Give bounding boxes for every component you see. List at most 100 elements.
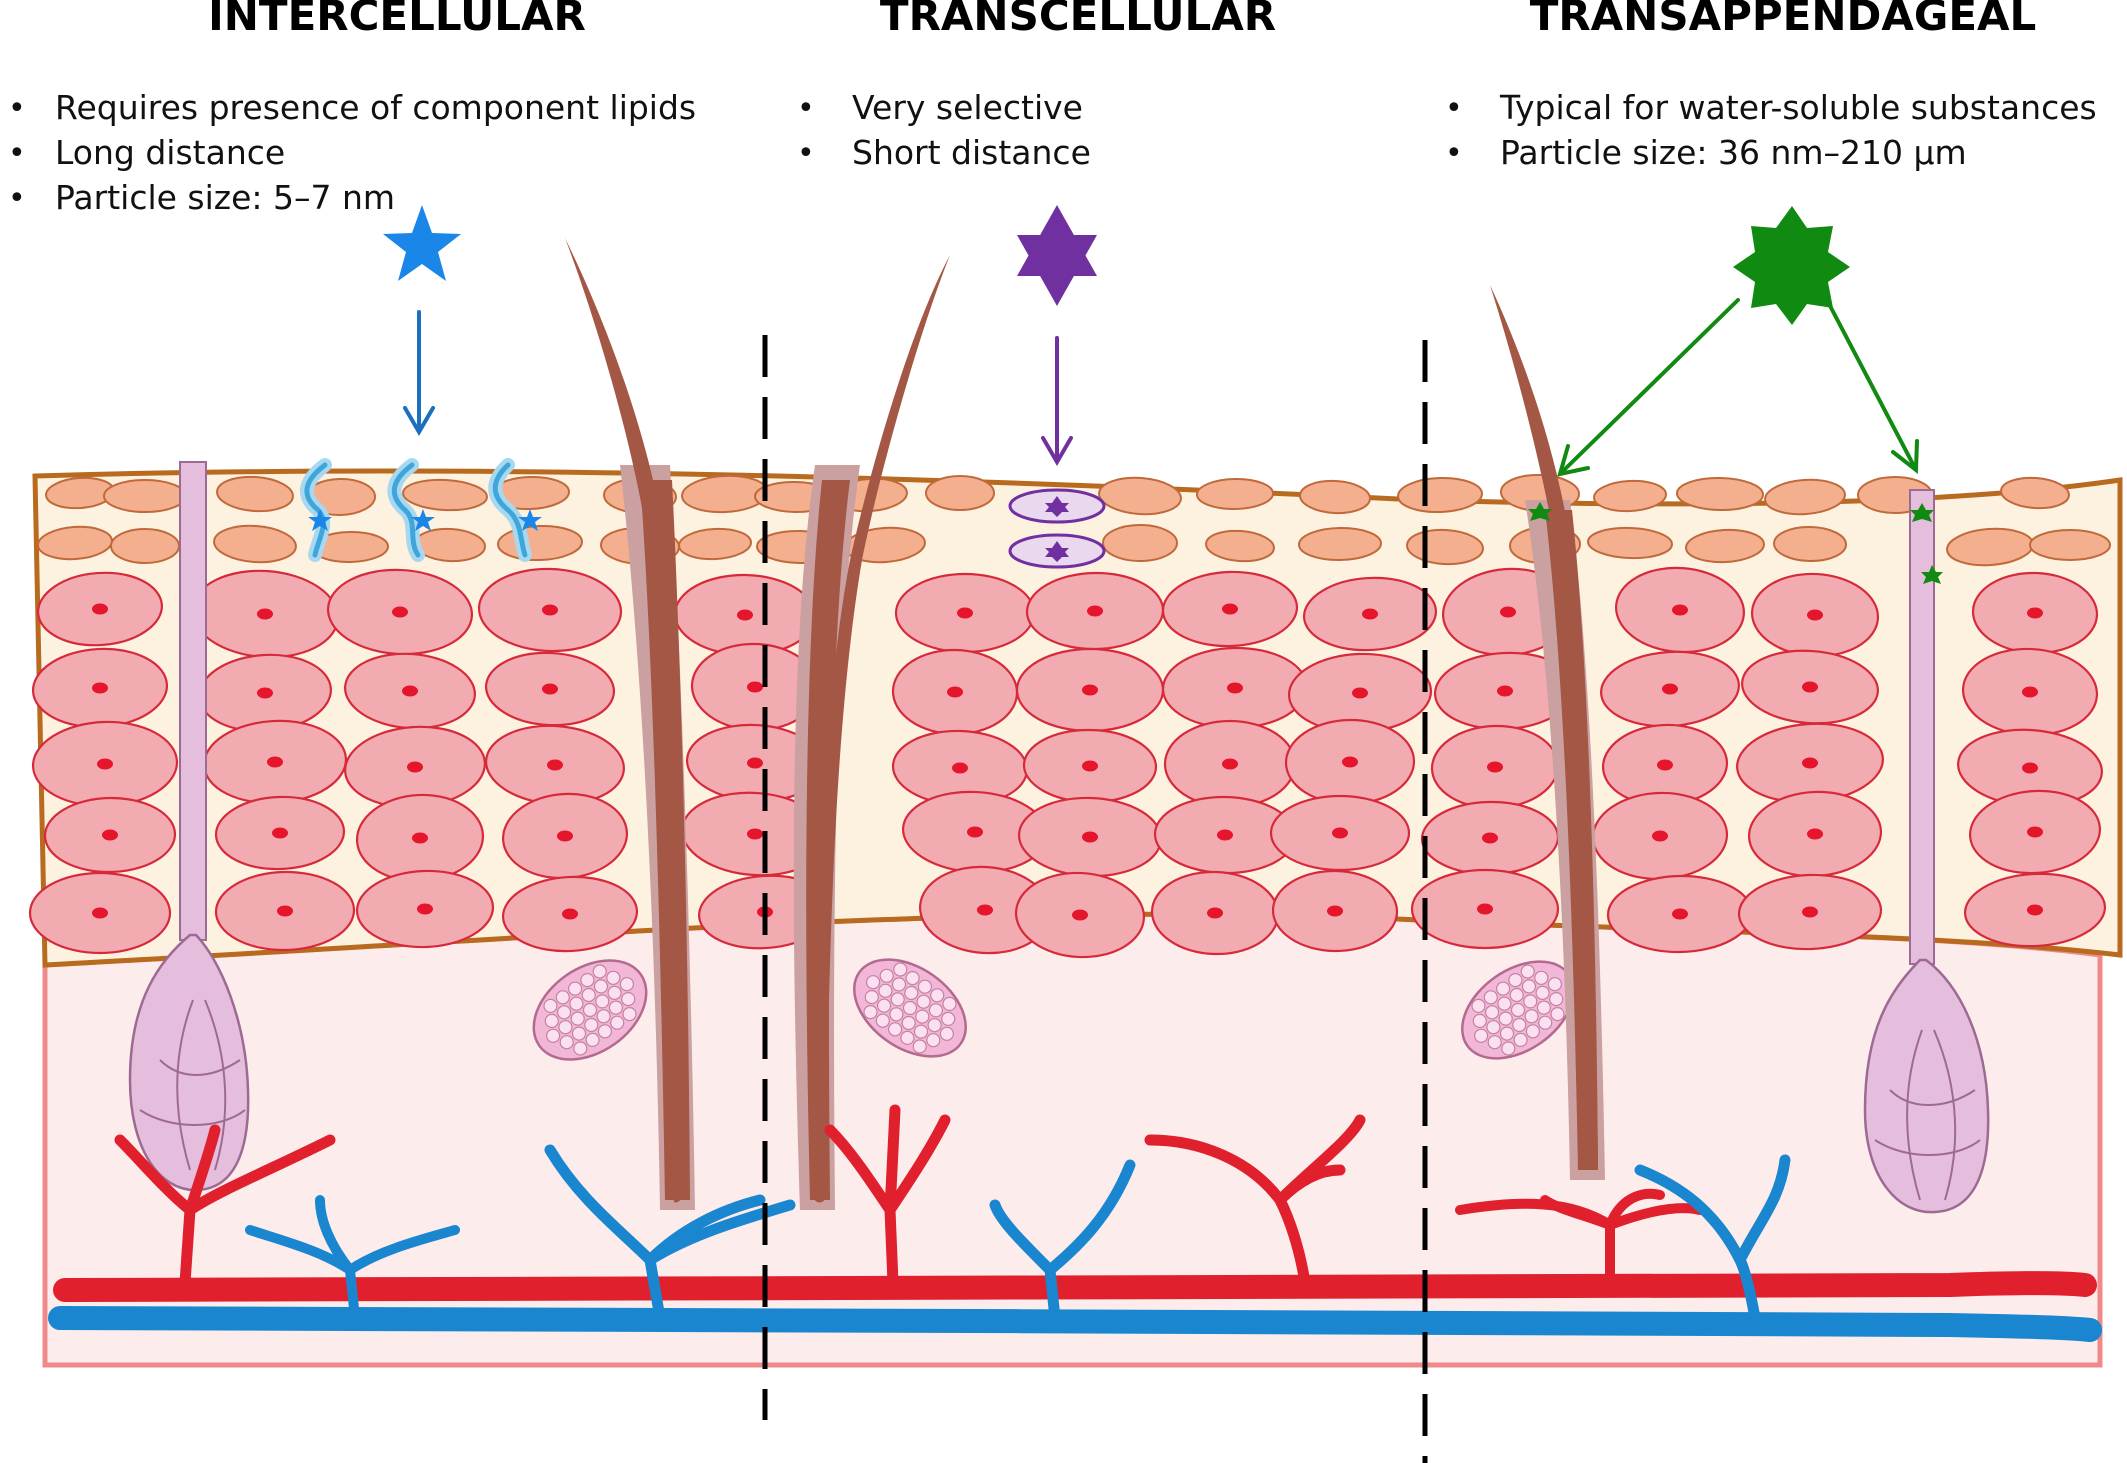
sebaceous-lobule bbox=[571, 1026, 587, 1041]
heading-transappendageal: TRANSAPPENDAGEAL bbox=[1530, 0, 2037, 40]
sebaceous-lobule bbox=[1486, 1020, 1501, 1035]
sebaceous-lobule bbox=[1534, 970, 1549, 985]
cell-nucleus bbox=[92, 603, 108, 615]
sebaceous-lobule bbox=[545, 1028, 561, 1043]
transcellular-arrow-icon bbox=[1041, 336, 1073, 466]
sebaceous-lobule bbox=[939, 1026, 955, 1041]
intercellular-arrow-icon bbox=[403, 310, 435, 436]
sebaceous-lobule bbox=[581, 987, 596, 1003]
transappendageal-particle-star-icon bbox=[1910, 503, 1934, 522]
sebaceous-lobule bbox=[595, 994, 610, 1009]
sebaceous-lobule bbox=[1524, 1009, 1539, 1024]
sebaceous-lobule bbox=[865, 975, 881, 990]
seven-point-star-icon bbox=[1733, 206, 1850, 325]
sebaceous-lobule bbox=[592, 964, 607, 979]
sebaceous-lobule bbox=[900, 1030, 915, 1046]
sebaceous-lobule bbox=[889, 1007, 904, 1022]
heading-intercellular: INTERCELLULAR bbox=[208, 0, 586, 40]
sebaceous-lobule bbox=[941, 1011, 956, 1027]
cell-nucleus bbox=[1657, 759, 1673, 771]
cell-nucleus bbox=[267, 756, 283, 768]
sebaceous-lobule bbox=[610, 1015, 625, 1030]
cell-nucleus bbox=[1332, 827, 1348, 839]
sebaceous-lobule bbox=[912, 1039, 927, 1054]
sebaceous-lobule bbox=[1484, 1005, 1500, 1020]
sebaceous-lobule bbox=[917, 979, 933, 994]
cell-nucleus bbox=[257, 687, 273, 699]
hair-follicle-1 bbox=[565, 238, 695, 1210]
intercellular-particle-star-icon bbox=[308, 509, 332, 531]
bullet-dot: • bbox=[1445, 91, 1463, 126]
sebaceous-lobule bbox=[544, 1013, 559, 1029]
sebaceous-lobule bbox=[1550, 1006, 1565, 1022]
cell-nucleus bbox=[542, 683, 558, 695]
cell-nucleus bbox=[417, 903, 433, 915]
cell-nucleus bbox=[92, 907, 108, 919]
sebaceous-lobule bbox=[926, 1033, 941, 1048]
cell-nucleus bbox=[1217, 829, 1233, 841]
sebaceous-lobule bbox=[1512, 1017, 1527, 1033]
corneocyte bbox=[1764, 478, 1846, 516]
sebaceous-lobule bbox=[569, 996, 584, 1011]
cell-nucleus bbox=[92, 682, 108, 694]
corneocyte bbox=[925, 475, 995, 511]
hair-follicle-2 bbox=[793, 255, 950, 1210]
sebaceous-lobule bbox=[905, 970, 920, 986]
sebaceous-lobule bbox=[556, 1005, 572, 1020]
cell-nucleus bbox=[1477, 903, 1493, 915]
cell-nucleus bbox=[257, 608, 273, 620]
corneocyte bbox=[1205, 529, 1275, 563]
sebaceous-lobule bbox=[593, 979, 609, 994]
sebaceous-lobule bbox=[1472, 1013, 1487, 1029]
sebaceous-lobule bbox=[585, 1032, 600, 1048]
sebaceous-lobule bbox=[597, 1024, 613, 1039]
cell-nucleus bbox=[547, 759, 563, 771]
cell-nucleus bbox=[1497, 685, 1513, 697]
cell-nucleus bbox=[392, 606, 408, 618]
cell-nucleus bbox=[97, 758, 113, 770]
sebaceous-lobule bbox=[559, 1035, 574, 1050]
cell-nucleus bbox=[2027, 904, 2043, 916]
sebaceous-lobule bbox=[1549, 991, 1564, 1007]
cell-nucleus bbox=[1222, 758, 1238, 770]
sebaceous-lobule bbox=[1523, 994, 1538, 1009]
cell-nucleus bbox=[1207, 907, 1223, 919]
sebaceous-lobule bbox=[916, 994, 931, 1009]
viable-epidermis-cells bbox=[28, 566, 2107, 959]
sebaceous-gland-3 bbox=[1461, 960, 1575, 1060]
sebaceous-lobule bbox=[1495, 981, 1511, 996]
cell-nucleus bbox=[2027, 826, 2043, 838]
sebaceous-lobule bbox=[1498, 1011, 1513, 1026]
five-point-star-icon bbox=[383, 205, 461, 281]
transappendageal-particles bbox=[1528, 502, 1943, 584]
transappendageal-bullet: Particle size: 36 nm–210 µm bbox=[1500, 133, 1967, 172]
sebaceous-lobule bbox=[879, 968, 894, 983]
intercellular-particle-star-icon bbox=[518, 509, 542, 531]
cell-nucleus bbox=[747, 681, 763, 693]
cell-nucleus bbox=[747, 828, 763, 840]
transappendageal-particle-star-icon bbox=[1921, 565, 1943, 584]
corneocyte bbox=[1587, 526, 1673, 560]
corneocyte bbox=[1593, 479, 1667, 513]
corneocyte bbox=[213, 524, 297, 564]
sebaceous-lobule bbox=[1509, 987, 1524, 1003]
corneocyte bbox=[1196, 477, 1274, 511]
sebaceous-lobule bbox=[606, 970, 621, 985]
corneocyte bbox=[2000, 476, 2070, 510]
sebaceous-lobule bbox=[902, 1000, 918, 1016]
sebaceous-gland-2 bbox=[853, 958, 967, 1058]
corneocyte bbox=[678, 527, 752, 561]
sebaceous-lobule bbox=[1499, 1026, 1515, 1041]
sebaceous-lobule bbox=[596, 1009, 611, 1024]
sebaceous-lobule bbox=[904, 985, 919, 1001]
sebaceous-lobule bbox=[1547, 977, 1563, 992]
cell-nucleus bbox=[277, 905, 293, 917]
cell-nucleus bbox=[272, 827, 288, 839]
cell-nucleus bbox=[1672, 908, 1688, 920]
intercellular-lipid-pathways bbox=[299, 458, 532, 562]
sebaceous-lobule bbox=[1536, 1000, 1552, 1015]
cell-nucleus bbox=[1672, 604, 1688, 616]
bullet-dot: • bbox=[797, 136, 815, 171]
corneocyte bbox=[1102, 524, 1178, 562]
